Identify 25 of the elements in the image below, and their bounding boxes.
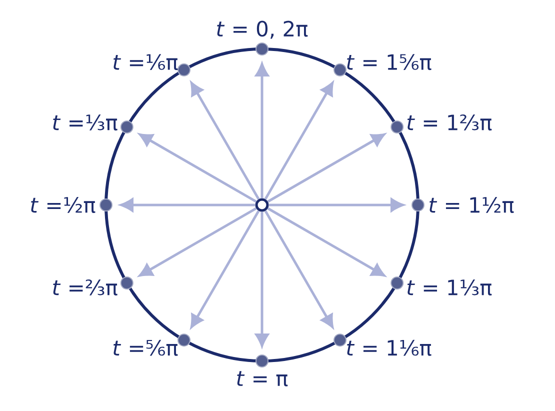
arrow xyxy=(267,207,385,276)
arrow xyxy=(264,82,334,200)
arrow xyxy=(267,133,385,203)
arrow xyxy=(255,212,269,347)
arrow xyxy=(139,133,257,203)
point-label: t =⅔π xyxy=(53,280,118,296)
point-label: t = π xyxy=(237,371,288,386)
arrow xyxy=(264,210,334,328)
center-point xyxy=(255,198,269,212)
point-label: t = 0, 2π xyxy=(217,20,308,39)
point-label: t =⅓π xyxy=(53,114,118,130)
arrow xyxy=(190,82,260,200)
arrow xyxy=(120,198,256,212)
point-label: t = 1⅙π xyxy=(347,340,432,356)
point-label: t =⅙π xyxy=(114,54,178,70)
arrow xyxy=(190,210,260,328)
arrow xyxy=(268,198,404,212)
point-label: t = 1⅚π xyxy=(347,54,432,70)
point-label: t = 1⅔π xyxy=(407,114,492,130)
arrow xyxy=(139,207,257,276)
arrow xyxy=(255,63,269,198)
point-label: t =⅚π xyxy=(114,340,178,356)
point-label: t =½π xyxy=(31,197,96,213)
point-label: t = 1⅓π xyxy=(407,280,492,296)
point-label: t = 1½π xyxy=(430,197,514,213)
